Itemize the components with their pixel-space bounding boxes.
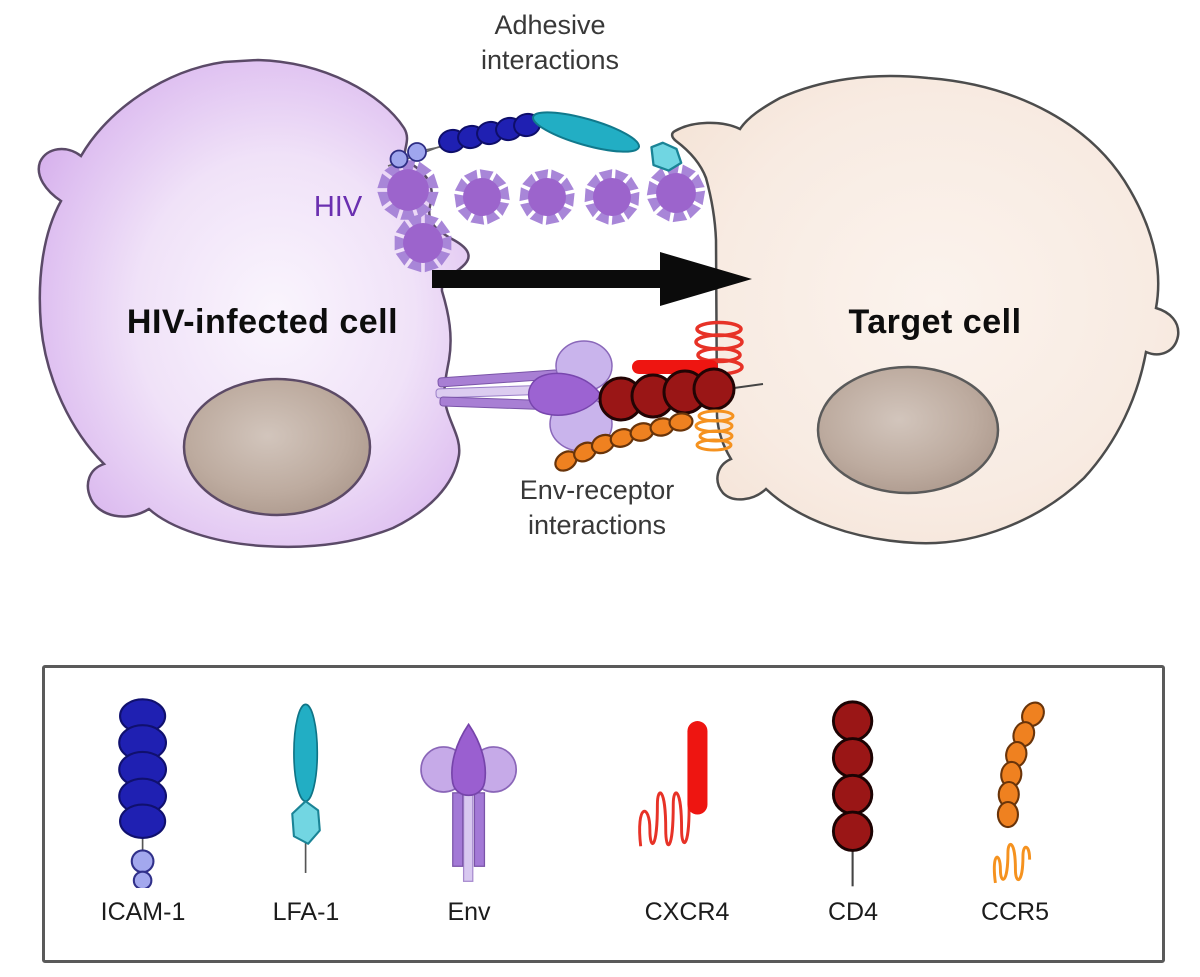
- legend-box: ICAM-1 LFA-1 Env: [42, 665, 1165, 963]
- legend-label-cd4: CD4: [827, 898, 878, 926]
- legend-label-lfa-1: LFA-1: [272, 898, 340, 926]
- target-cell-nucleus: [816, 365, 1000, 495]
- env-receptor-interactions-label: Env-receptor interactions: [519, 475, 675, 541]
- cxcr4-receptor: [632, 320, 744, 376]
- icam-1-icon: [118, 698, 168, 888]
- cxcr4-icon: [638, 721, 708, 847]
- legend-item-ccr5: CCR5: [940, 696, 1090, 927]
- legend-item-icam-1: ICAM-1: [68, 696, 218, 927]
- cd4-icon: [832, 700, 874, 887]
- env-trimer: [435, 340, 613, 452]
- legend-item-lfa-1: LFA-1: [231, 696, 381, 927]
- legend-item-cd4: CD4: [778, 696, 928, 927]
- infected-cell-label: HIV-infected cell: [126, 303, 399, 341]
- ccr5-icon: [993, 701, 1046, 884]
- legend-label-ccr5: CCR5: [980, 898, 1050, 926]
- env-icon: [420, 722, 518, 882]
- target-cell-label: Target cell: [848, 303, 1022, 341]
- legend-item-env: Env: [394, 696, 544, 927]
- icam1-lfa1-complex: [387, 111, 683, 172]
- infected-cell-nucleus: [182, 377, 372, 517]
- hiv-label: HIV: [313, 191, 363, 223]
- icam1-molecule: [389, 112, 541, 169]
- cd4-receptor: [598, 367, 764, 422]
- legend-label-icam-1: ICAM-1: [100, 898, 186, 926]
- infected-cell: [37, 58, 470, 549]
- adhesive-interactions-label: Adhesive interactions: [480, 10, 620, 76]
- legend-item-cxcr4: CXCR4: [612, 696, 762, 927]
- lfa-1-icon: [291, 703, 322, 873]
- lfa1-molecule: [532, 111, 683, 172]
- target-cell: [670, 74, 1180, 545]
- transfer-arrow: [432, 252, 752, 306]
- legend-label-cxcr4: CXCR4: [644, 898, 730, 926]
- legend-label-env: Env: [447, 898, 491, 926]
- ccr5-receptor: [554, 409, 735, 472]
